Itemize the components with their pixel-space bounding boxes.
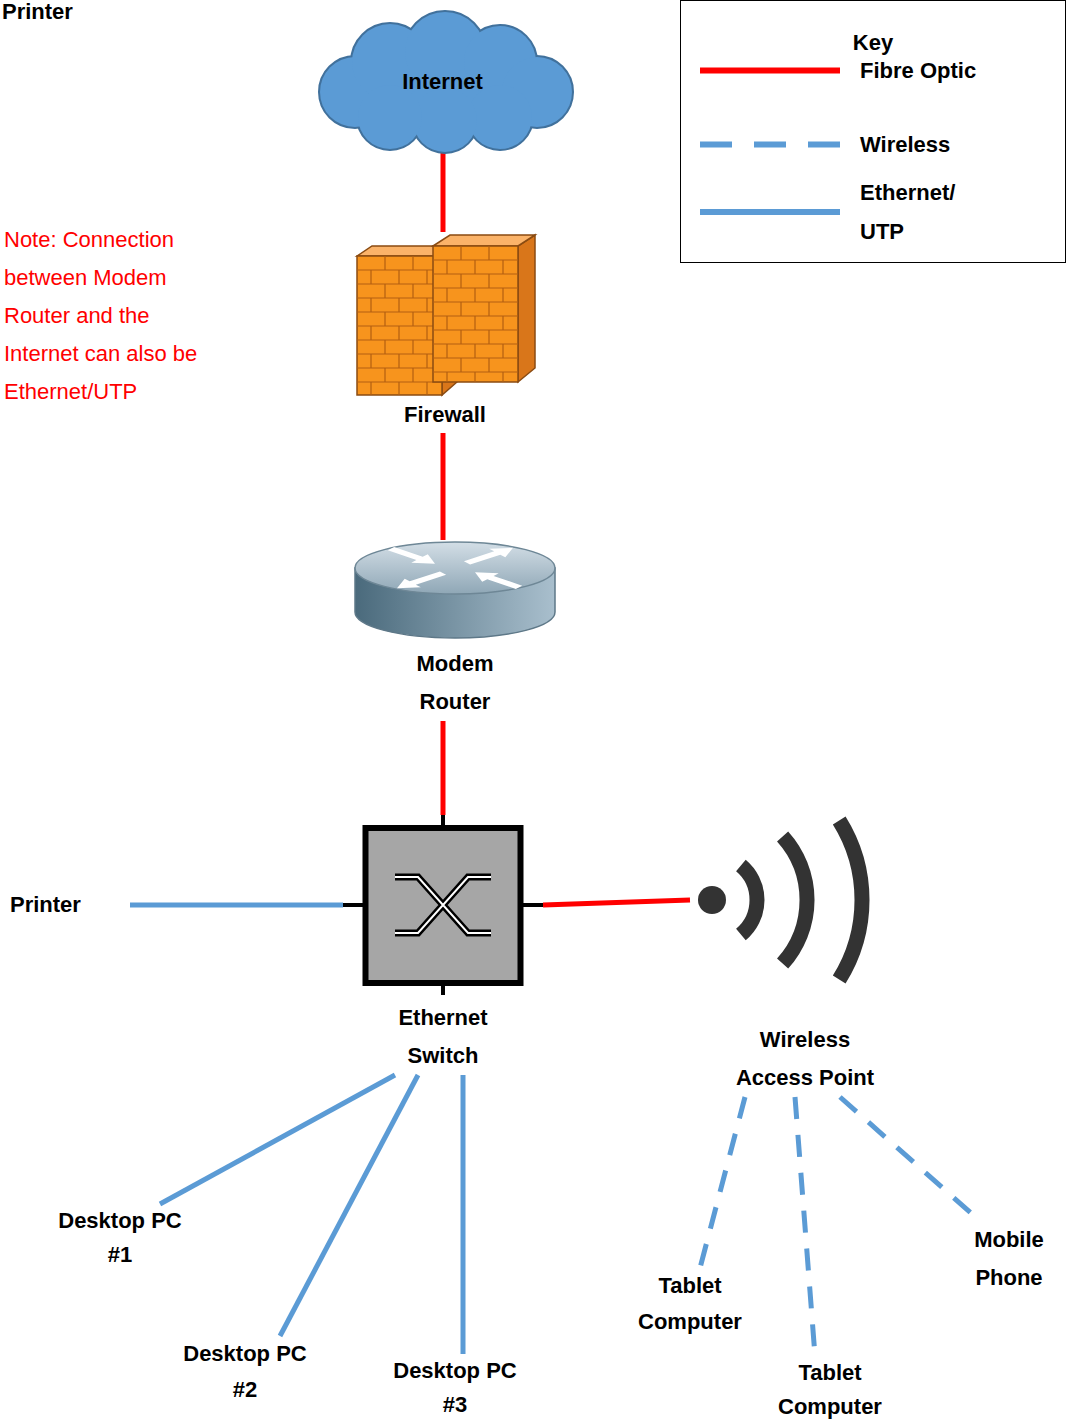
node-label: Tablet Computer [770, 1356, 890, 1424]
legend-text: Fibre Optic [860, 51, 990, 90]
fibre-link [543, 900, 690, 905]
legend-entry: Ethernet/ UTP [700, 173, 990, 251]
fibre-link [441, 721, 446, 815]
switch-icon [343, 815, 543, 995]
device-label: Printer [10, 886, 130, 924]
node-label: Ethernet Switch [378, 999, 508, 1075]
wap-icon [690, 810, 920, 985]
access-point-node: Wireless Access Point [690, 810, 920, 1097]
device-label: Desktop PC #3 [380, 1354, 530, 1422]
node-label: Printer [10, 886, 110, 924]
node-label: Tablet Computer [630, 1268, 750, 1340]
wireless-link [700, 1097, 745, 1268]
legend-entry: Wireless [700, 125, 990, 164]
node-label: Wireless Access Point [725, 1021, 885, 1097]
device-label: Desktop PC #1 [45, 1204, 195, 1272]
cut-off-label: Printer [2, 0, 122, 24]
node-label: Desktop PC #3 [390, 1354, 520, 1422]
note-text: Note: Connection between Modem Router an… [4, 221, 219, 411]
node-label: Desktop PC #1 [55, 1204, 185, 1272]
legend-line-sample [700, 206, 840, 218]
node-label: Internet [343, 67, 543, 97]
node-label: Modem Router [395, 645, 515, 721]
ethernet-link [280, 1075, 418, 1336]
wireless-link [840, 1097, 980, 1221]
firewall-icon [345, 232, 545, 397]
node-label: Mobile Phone [962, 1221, 1057, 1297]
firewall-node: Firewall [345, 232, 545, 433]
internet-cloud: Internet [305, 12, 580, 152]
legend-line-sample [700, 64, 840, 76]
fibre-link [441, 433, 446, 540]
device-label: Tablet Computer [755, 1356, 905, 1424]
node-label: Firewall [355, 397, 535, 433]
legend-entry: Fibre Optic [700, 51, 990, 90]
node-label: Desktop PC #2 [180, 1336, 310, 1408]
router-node: Modem Router [350, 540, 560, 721]
legend-line-sample [700, 138, 840, 150]
device-label: Tablet Computer [615, 1268, 765, 1340]
ethernet-link [461, 1075, 466, 1354]
legend-text: Ethernet/ UTP [860, 173, 990, 251]
legend-text: Wireless [860, 125, 990, 164]
wireless-link [795, 1097, 815, 1356]
legend-title: Key [680, 24, 1066, 62]
router-icon [350, 540, 560, 645]
switch-node: Ethernet Switch [343, 815, 543, 1075]
device-label: Desktop PC #2 [170, 1336, 320, 1408]
device-label: Mobile Phone [955, 1221, 1063, 1297]
fibre-link [441, 152, 446, 232]
ethernet-link [130, 903, 343, 908]
